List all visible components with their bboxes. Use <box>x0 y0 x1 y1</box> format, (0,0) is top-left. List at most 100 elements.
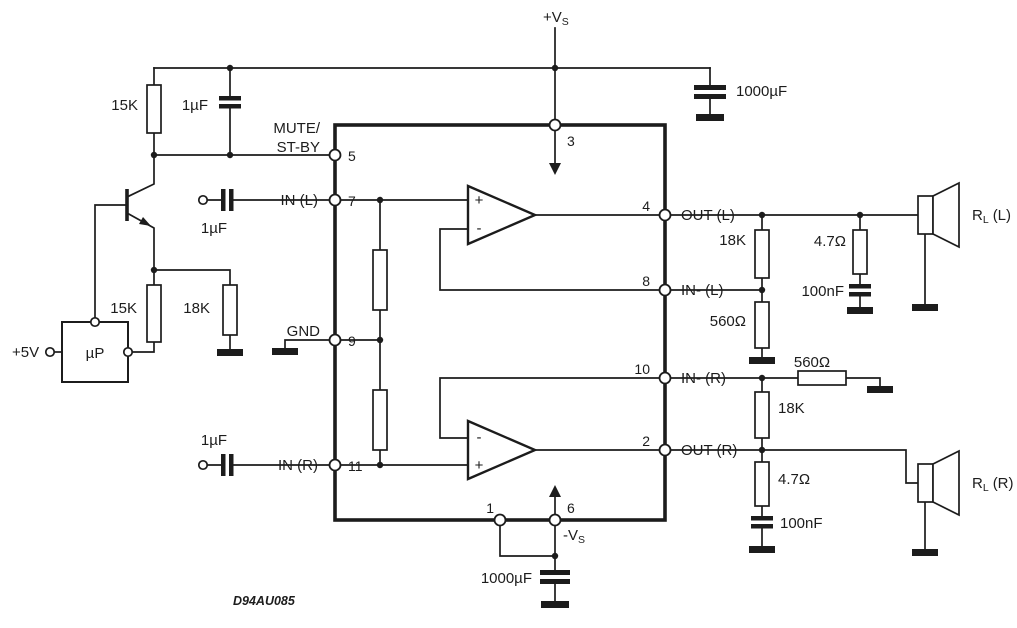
ground-bar-18k <box>217 349 243 356</box>
load-r-label: RL(R) <box>972 475 1014 494</box>
capacitor-1000uf-top-plate1 <box>694 85 726 90</box>
arrow-up-pin6-icon <box>549 485 561 497</box>
wire-r-ground-stubs <box>153 269 231 350</box>
mute-label-line2: ST-BY <box>277 139 320 156</box>
ground-bar-bottom-cap <box>541 601 569 608</box>
resistor-4r7-zobel-l <box>852 229 868 275</box>
speaker-l-cone-icon <box>932 181 960 249</box>
pin-8-number: 8 <box>642 273 650 289</box>
pin-10-number: 10 <box>634 361 650 377</box>
mute-label-line1: MUTE/ <box>273 120 320 137</box>
opamp-left-triangle <box>466 184 539 246</box>
capacitor-100nf-r-plate2 <box>751 524 773 529</box>
speaker-l-driver <box>917 195 934 235</box>
junction-dot <box>226 151 234 159</box>
c-zobel-l-label: 100nF <box>801 283 844 300</box>
capacitor-in-l-plate2 <box>229 189 234 211</box>
wire-base <box>94 204 128 319</box>
ground-bar-560-r <box>867 386 893 393</box>
pin-7-number: 7 <box>348 193 356 209</box>
junction-dot <box>758 286 766 294</box>
v5-terminal <box>44 346 56 358</box>
r-feedback-l-label: 18K <box>719 232 746 249</box>
cap-1000uf-bottom-label: 1000µF <box>481 570 532 587</box>
wire-in-minus-r <box>669 377 881 387</box>
wire-pin1-external <box>499 525 556 557</box>
ground-bar-speaker-l <box>912 304 938 311</box>
pin-3-number: 3 <box>567 133 575 149</box>
ground-bar-top-cap <box>696 114 724 121</box>
junction-dot <box>551 64 559 72</box>
resistor-18k-ground <box>222 284 238 336</box>
capacitor-1uf-filter-plate1 <box>219 96 241 101</box>
vs-neg-label: -VS <box>563 527 585 546</box>
capacitor-in-l-plate1 <box>221 189 226 211</box>
input-r-terminal <box>197 459 209 471</box>
output-network-left <box>749 229 873 364</box>
in-l-label: IN (L) <box>281 192 319 209</box>
junction-dot <box>376 461 384 469</box>
gnd-label: GND <box>287 323 321 340</box>
input-l-terminal <box>197 194 209 206</box>
capacitor-100nf-l-plate2 <box>849 292 871 297</box>
pin-11-number: 11 <box>348 458 363 474</box>
v5-label: +5V <box>12 344 39 361</box>
junction-dot <box>758 211 766 219</box>
ground-bar-pin9 <box>272 348 298 355</box>
ic-pins <box>328 118 672 527</box>
pin-4 <box>658 208 672 222</box>
r-zobel-l-label: 4.7Ω <box>814 233 846 250</box>
r-zobel-r-label: 4.7Ω <box>778 471 810 488</box>
junction-dots <box>150 64 864 560</box>
transistor-q1 <box>125 189 151 226</box>
pin-3 <box>548 118 562 132</box>
wire-gnd-pin <box>284 339 331 349</box>
out-l-label: OUT (L) <box>681 207 735 224</box>
speaker-r-cone-icon <box>932 449 960 517</box>
ground-bar-zobel-r <box>749 546 775 553</box>
pin-5 <box>328 148 342 162</box>
pin-2 <box>658 443 672 457</box>
capacitor-1uf-filter-plate2 <box>219 104 241 109</box>
junction-dot <box>758 374 766 382</box>
load-l-label: RL(L) <box>972 207 1011 226</box>
opamp-left-plus: + <box>475 192 484 209</box>
resistor-18k-feedback-l <box>754 229 770 279</box>
c-zobel-r-label: 100nF <box>780 515 823 532</box>
transistor-emitter-arrow-icon <box>139 217 151 226</box>
speaker-right <box>912 449 960 556</box>
junction-dot <box>856 211 864 219</box>
capacitor-100nf-l-plate1 <box>849 284 871 289</box>
internal-resistor-top <box>372 249 388 311</box>
resistor-15k-series <box>146 284 162 343</box>
in-r-label: IN (R) <box>278 457 318 474</box>
capacitor-1000uf-top-plate2 <box>694 94 726 99</box>
output-network-right <box>749 370 893 553</box>
pin-6 <box>548 513 562 527</box>
pin-5-number: 5 <box>348 148 356 164</box>
wire-collector <box>125 154 155 199</box>
opamp-right-triangle <box>466 419 539 481</box>
ground-bar-560-l <box>749 357 775 364</box>
input-coupling-right <box>197 454 234 476</box>
junction-dot <box>150 266 158 274</box>
doc-id: D94AU085 <box>233 594 296 608</box>
pin-6-number: 6 <box>567 500 575 516</box>
pin-2-number: 2 <box>642 433 650 449</box>
vs-pos-label: +VS <box>543 9 569 28</box>
arrow-down-pin3-icon <box>549 163 561 175</box>
r-gain-r-label: 560Ω <box>794 354 830 371</box>
junction-dot <box>376 196 384 204</box>
input-coupling-left <box>197 189 234 211</box>
capacitor-1000uf-bottom-plate2 <box>540 579 570 584</box>
opamp-right: - + <box>466 419 539 481</box>
micro-label: µP <box>86 345 105 362</box>
junction-dot <box>758 446 766 454</box>
c-filter-label: 1µF <box>182 97 208 114</box>
r-pullup-label: 15K <box>111 97 138 114</box>
pin-1-number: 1 <box>486 500 494 516</box>
resistor-4r7-zobel-r <box>754 461 770 507</box>
resistor-560-gain-l <box>754 301 770 349</box>
micro-right-terminal <box>122 346 134 358</box>
opamp-left-minus: - <box>477 220 482 237</box>
